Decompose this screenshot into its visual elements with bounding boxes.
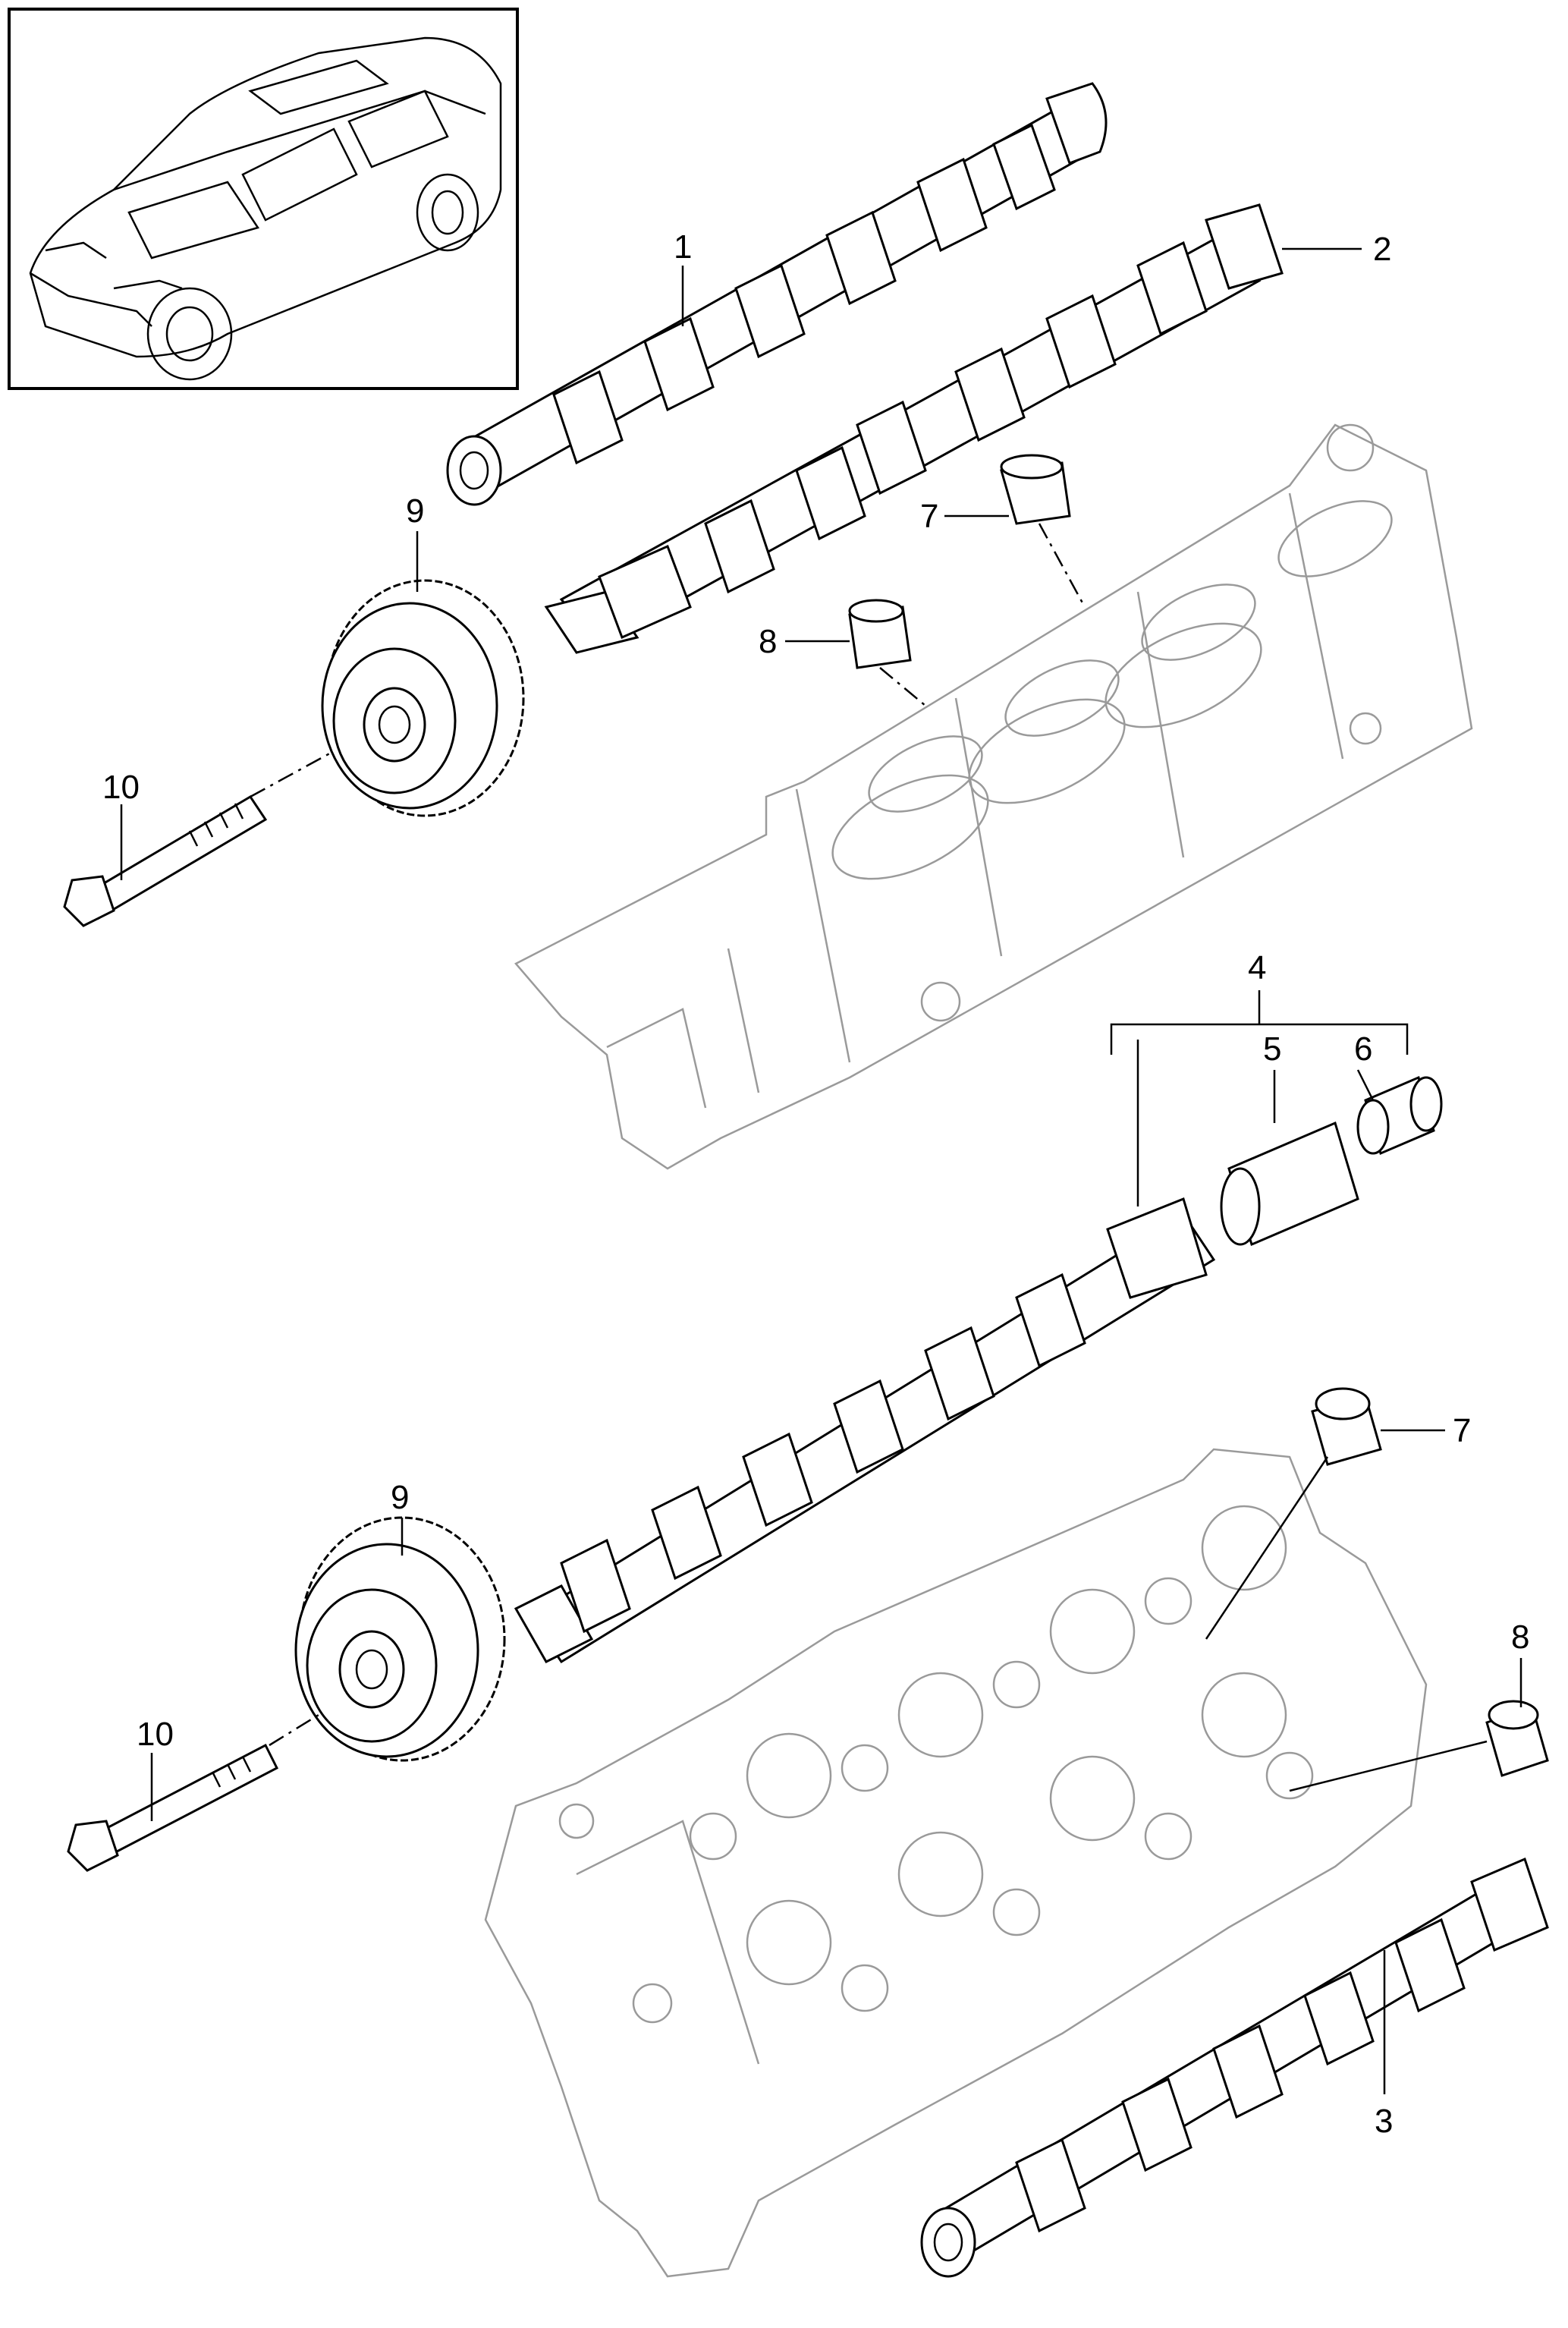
camshaft-part-2 (544, 203, 1284, 654)
follower-part-7-lower (1311, 1387, 1382, 1466)
callout-8-lower: 8 (1511, 1619, 1529, 1656)
callout-7-lower: 7 (1453, 1412, 1471, 1449)
callout-7-upper: 7 (920, 498, 938, 535)
callout-4: 4 (1248, 949, 1266, 986)
callout-6: 6 (1354, 1030, 1372, 1068)
camshaft-part-4 (514, 1197, 1216, 1664)
callout-5: 5 (1263, 1030, 1281, 1068)
follower-part-8-upper (848, 599, 912, 669)
callout-10-upper: 10 (102, 769, 140, 806)
cam-adjuster-sprocket-upper (321, 579, 525, 817)
bolt-lower (67, 1743, 279, 1872)
lower-cylinder-head (484, 1448, 1428, 2278)
bolt-upper (63, 794, 268, 927)
leader-lines (120, 247, 1522, 2094)
callout-8-upper: 8 (759, 623, 777, 660)
upper-cylinder-head (514, 423, 1473, 1170)
bushing-part-6 (1356, 1075, 1443, 1156)
callout-3: 3 (1375, 2103, 1393, 2140)
vehicle-thumbnail (8, 8, 519, 390)
callout-1: 1 (674, 228, 692, 266)
sleeve-part-5 (1220, 1121, 1359, 1247)
camshaft-part-3 (920, 1857, 1549, 2278)
callout-9-lower: 9 (391, 1479, 409, 1516)
callout-10-lower: 10 (137, 1716, 174, 1753)
cam-adjuster-sprocket-lower (294, 1516, 506, 1762)
follower-part-8-lower (1485, 1700, 1549, 1777)
camshaft-part-1 (446, 82, 1108, 506)
callout-2: 2 (1373, 231, 1391, 268)
callout-9-upper: 9 (406, 492, 424, 530)
follower-part-7-upper (1000, 454, 1071, 525)
